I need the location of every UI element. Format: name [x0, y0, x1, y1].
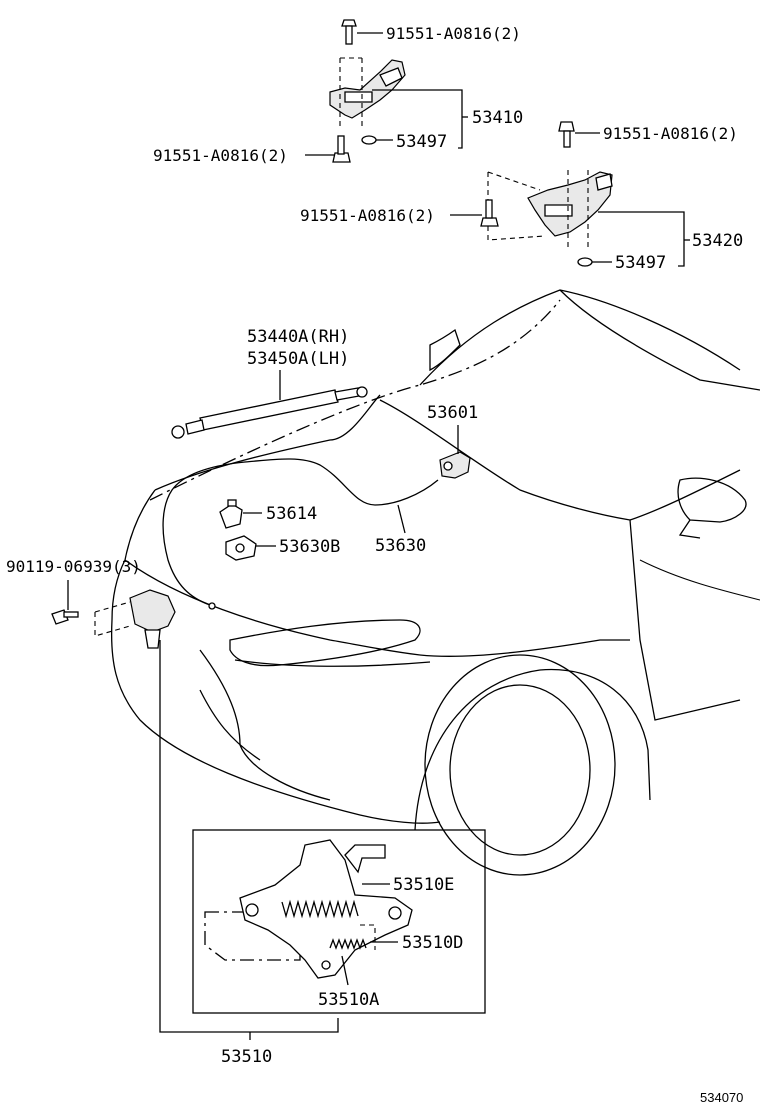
label-bolt-top: 91551-A0816(2): [386, 24, 521, 43]
label-bolt-right-top: 91551-A0816(2): [603, 124, 738, 143]
clamp-53630b-icon: [225, 535, 257, 561]
label-53497-rh: 53497: [615, 253, 666, 273]
screw-icon: [51, 609, 79, 625]
label-53440a: 53440A(RH): [247, 327, 349, 347]
bolt-top-icon: [341, 19, 357, 45]
label-bolt-right-mid: 91551-A0816(2): [300, 206, 435, 225]
washer-53497-lh-icon: [361, 135, 377, 145]
hood-lock-assembly: [94, 589, 176, 649]
label-53614: 53614: [266, 504, 317, 524]
label-53410: 53410: [472, 108, 523, 128]
label-53497-lh: 53497: [396, 132, 447, 152]
spring-53510e-icon: [281, 899, 359, 919]
label-53510e: 53510E: [393, 875, 454, 895]
label-screw: 90119-06939(3): [6, 557, 141, 576]
leader-53630: [397, 504, 406, 534]
label-53510: 53510: [221, 1047, 272, 1067]
release-lever-53601: [439, 451, 471, 479]
label-53450a: 53450A(LH): [247, 349, 349, 369]
bolt-right-mid-icon: [480, 199, 499, 227]
label-53601: 53601: [427, 403, 478, 423]
cable-end-icon: [208, 602, 216, 610]
label-53420: 53420: [692, 231, 743, 251]
release-cable-53630: [162, 458, 439, 606]
label-53510a: 53510A: [318, 990, 379, 1010]
hood-hinge-53410: [329, 57, 406, 130]
hood-hinge-53420: [487, 170, 613, 250]
detail-inset-box: [192, 829, 486, 1014]
spring-53510d-icon: [329, 938, 367, 950]
washer-53497-rh-icon: [577, 257, 593, 267]
leader-53510a: [341, 955, 349, 986]
hood-lock-detail: [204, 839, 413, 979]
label-53630b: 53630B: [279, 537, 340, 557]
label-53630: 53630: [375, 536, 426, 556]
bracket-53420: [598, 211, 685, 267]
leader-53510-main: [159, 640, 339, 1033]
clip-53614-icon: [219, 499, 243, 529]
bracket-53410: [372, 89, 463, 149]
car-body-outline: [110, 289, 760, 876]
bolt-right-top-icon: [558, 121, 575, 148]
figure-code: 534070: [700, 1090, 743, 1105]
hood-support-strut: [171, 386, 368, 439]
bolt-left-icon: [332, 135, 351, 163]
label-53510d: 53510D: [402, 933, 463, 953]
label-bolt-left: 91551-A0816(2): [153, 146, 288, 165]
